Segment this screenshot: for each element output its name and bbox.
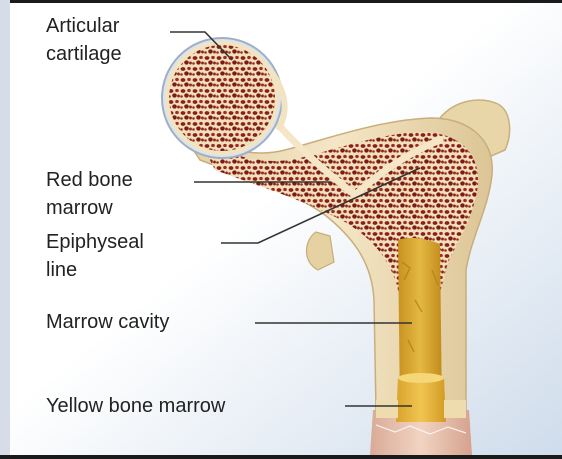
label-red-bone-marrow-line2: marrow: [46, 196, 113, 221]
yellow-bone-marrow-top: [398, 373, 444, 383]
background: [10, 3, 562, 455]
lesser-trochanter: [307, 232, 335, 270]
label-articular-cartilage-line2: cartilage: [46, 42, 122, 67]
label-epiphyseal-line-line1: Epiphyseal: [46, 230, 144, 255]
label-articular-cartilage-line1: Articular: [46, 14, 119, 39]
yellow-bone-marrow-plug: [396, 378, 446, 422]
label-marrow-cavity: Marrow cavity: [46, 310, 169, 335]
label-red-bone-marrow-line1: Red bone: [46, 168, 133, 193]
label-epiphyseal-line-line2: line: [46, 258, 77, 283]
frame-bottom-border: [0, 455, 562, 459]
label-yellow-bone-marrow: Yellow bone marrow: [46, 394, 225, 419]
